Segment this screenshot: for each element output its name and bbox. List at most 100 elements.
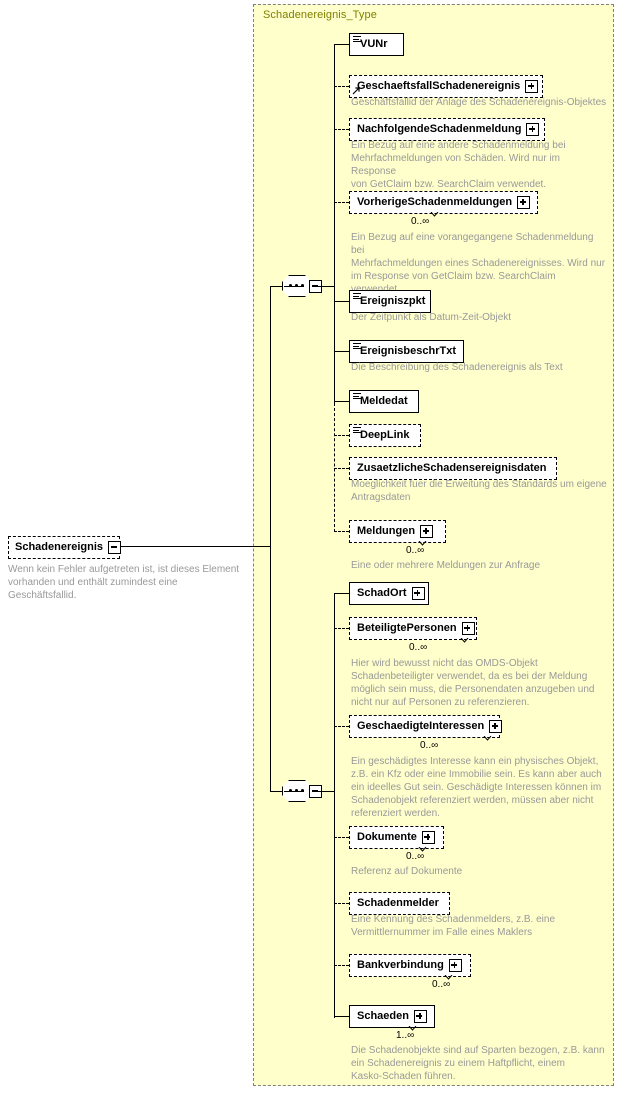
cardinality-label: 0..∞ xyxy=(406,851,425,862)
node-zusaetzlicheschadensereignisdaten[interactable]: ZusaetzlicheSchadensereignisdaten xyxy=(349,457,561,484)
node-schaeden[interactable]: Schaeden xyxy=(349,1005,439,1032)
root-element-schadenereignis[interactable]: Schadenereignis xyxy=(8,536,124,563)
node-dokumente[interactable]: Dokumente xyxy=(349,826,448,853)
cardinality-label: 0..∞ xyxy=(406,545,425,556)
cardinality-label: 0..∞ xyxy=(420,740,439,751)
node-annotation: Referenz auf Dokumente xyxy=(351,866,463,877)
expand-plus-icon[interactable] xyxy=(420,525,434,538)
cardinality-label: 1..∞ xyxy=(396,1030,415,1041)
sequence-dots-icon xyxy=(289,789,305,792)
simple-type-icon xyxy=(353,293,361,300)
cardinality-mark xyxy=(460,638,469,643)
node-label: GeschaedigteInteressen xyxy=(357,720,485,732)
node-annotation: Ein Bezug auf eine andere Schadenmeldung… xyxy=(351,140,566,190)
node-label: Ereigniszpkt xyxy=(360,295,426,307)
spine-top-dashed xyxy=(334,403,335,532)
node-label: GeschaeftsfallSchadenereignis xyxy=(357,80,521,92)
node-annotation: Die Beschreibung des Schadenereignis als… xyxy=(351,362,563,373)
node-label: BeteiligtePersonen xyxy=(357,622,457,634)
expand-plus-icon[interactable] xyxy=(421,831,435,844)
root-element-annotation: Wenn kein Fehler aufgetreten ist, ist di… xyxy=(8,564,240,601)
expand-plus-icon[interactable] xyxy=(525,80,539,93)
branch-vorherige xyxy=(334,202,349,203)
sequence-compositor-top[interactable] xyxy=(282,275,322,300)
simple-type-icon xyxy=(353,427,361,434)
node-ereigniszpkt[interactable]: Ereigniszpkt xyxy=(349,290,435,317)
node-vunr[interactable]: VUNr xyxy=(349,33,408,60)
cardinality-label: 0..∞ xyxy=(432,979,451,990)
branch-vunr xyxy=(334,44,349,45)
expand-plus-icon[interactable] xyxy=(411,587,425,600)
branch-ereignisbeschrtxt xyxy=(334,351,349,352)
node-meldungen[interactable]: Meldungen xyxy=(349,520,450,547)
simple-type-icon xyxy=(353,36,361,43)
node-label: ZusaetzlicheSchadensereignisdaten xyxy=(357,462,547,474)
node-label: VorherigeSchadenmeldungen xyxy=(357,196,513,208)
node-label: Schadenmelder xyxy=(357,897,439,909)
node-beteiligtepersonen[interactable]: BeteiligtePersonen xyxy=(349,617,481,644)
branch-ereigniszpkt xyxy=(334,301,349,302)
node-bankverbindung[interactable]: Bankverbindung xyxy=(349,954,475,981)
node-annotation: Ein Bezug auf eine vorangegangene Schade… xyxy=(351,232,606,295)
spine-bottom-solid xyxy=(334,593,335,1018)
branch-meldedat xyxy=(334,401,349,402)
node-annotation: Ein geschädigtes Interesse kann ein phys… xyxy=(351,756,602,819)
expand-plus-icon[interactable] xyxy=(448,959,462,972)
branch-deeplink xyxy=(334,435,349,436)
trunk-upper xyxy=(270,286,271,547)
sequence-compositor-bottom[interactable] xyxy=(282,780,322,805)
trunk-lower xyxy=(270,546,271,791)
node-ereignisbeschrtxt[interactable]: EreignisbeschrTxt xyxy=(349,340,468,367)
expand-plus-icon[interactable] xyxy=(461,622,475,635)
branch-schadenmelder xyxy=(334,903,349,904)
branch-dokumente xyxy=(334,837,349,838)
cardinality-mark xyxy=(408,1026,417,1031)
node-annotation: Hier wird bewusst nicht das OMDS-Objekt … xyxy=(351,658,595,708)
branch-geschaeftsfall xyxy=(334,86,349,87)
node-geschaeftsfallschadenereignis[interactable]: GeschaeftsfallSchadenereignis xyxy=(349,75,547,102)
complex-type-title: Schadenereignis_Type xyxy=(263,9,377,21)
cardinality-mark xyxy=(483,736,492,741)
node-nachfolgendeschadenmeldung[interactable]: NachfolgendeSchadenmeldung xyxy=(349,118,549,145)
sequence-dots-icon xyxy=(289,284,305,287)
branch-zusaetzliche xyxy=(334,468,349,469)
collapse-minus-icon[interactable] xyxy=(108,541,122,554)
branch-bankverbindung xyxy=(334,965,349,966)
cardinality-label: 0..∞ xyxy=(411,216,430,227)
node-schadenmelder[interactable]: Schadenmelder xyxy=(349,892,454,919)
branch-geschaedigte xyxy=(334,726,349,727)
sequence-bottom-stub xyxy=(318,791,335,792)
branch-beteiligtepersonen xyxy=(334,628,349,629)
node-label: Dokumente xyxy=(357,831,417,843)
node-vorherigeschadenmeldungen[interactable]: VorherigeSchadenmeldungen xyxy=(349,191,542,218)
node-label: EreignisbeschrTxt xyxy=(360,345,456,357)
branch-schadort xyxy=(334,593,349,594)
node-label: Schaeden xyxy=(357,1010,409,1022)
node-label: NachfolgendeSchadenmeldung xyxy=(357,123,522,135)
node-schadort[interactable]: SchadOrt xyxy=(349,582,433,609)
node-meldedat[interactable]: Meldedat xyxy=(349,390,423,417)
node-label: SchadOrt xyxy=(357,587,407,599)
node-annotation: Eine Kennung des Schadenmelders, z.B. ei… xyxy=(351,914,556,938)
root-element-label: Schadenereignis xyxy=(15,541,104,553)
expand-plus-icon[interactable] xyxy=(489,720,503,733)
reference-arrow-icon xyxy=(352,87,360,95)
expand-plus-icon[interactable] xyxy=(517,196,531,209)
sequence-top-stub xyxy=(318,286,335,287)
simple-type-icon xyxy=(353,393,361,400)
node-label: Bankverbindung xyxy=(357,959,444,971)
cardinality-mark xyxy=(418,847,427,852)
branch-nachfolgende xyxy=(334,129,349,130)
expand-plus-icon[interactable] xyxy=(413,1010,427,1023)
node-geschaedigteinteressen[interactable]: GeschaedigteInteressen xyxy=(349,715,504,742)
connector-root-to-sequence xyxy=(120,546,270,547)
node-annotation: Eine oder mehrere Meldungen zur Anfrage xyxy=(351,560,541,571)
node-deeplink[interactable]: DeepLink xyxy=(349,424,425,451)
node-annotation: Der Zeitpunkt als Datum-Zeit-Objekt xyxy=(351,312,512,323)
cardinality-mark xyxy=(430,212,439,217)
node-label: Meldungen xyxy=(357,525,416,537)
node-annotation: Moeglichkeit fuer die Erweitung des Stan… xyxy=(351,479,607,503)
expand-plus-icon[interactable] xyxy=(526,123,540,136)
trunk-to-sequence-top xyxy=(270,286,282,287)
